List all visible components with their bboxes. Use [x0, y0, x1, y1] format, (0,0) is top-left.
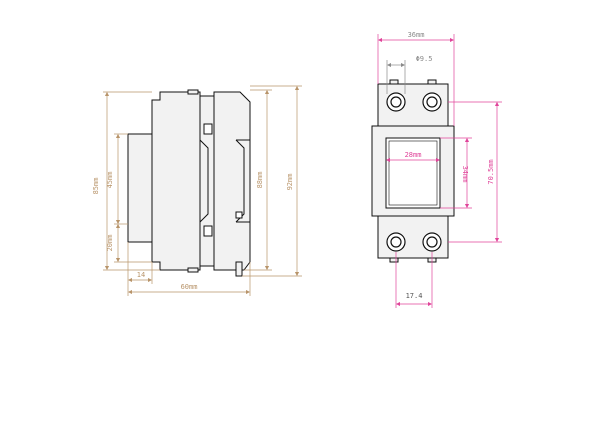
front-view-dimensions — [377, 34, 502, 308]
dim-85mm-label: 85mm — [92, 178, 100, 195]
side-view-dimensions — [103, 85, 302, 296]
terminal-screw-bottom-left — [386, 232, 406, 252]
terminal-screw-top-right — [422, 92, 442, 112]
display-window — [385, 137, 441, 209]
dim-phi-9-5-label: Φ9.5 — [416, 55, 433, 63]
din-clip — [235, 261, 243, 277]
dim-36mm-label: 36mm — [408, 31, 425, 39]
dim-45mm-label: 45mm — [106, 172, 114, 189]
terminal-top-square — [203, 123, 213, 135]
dim-20mm-label: 20mm — [106, 235, 114, 252]
side-view-body — [127, 91, 251, 271]
dim-17-4-label: 17.4 — [406, 292, 423, 300]
terminal-screw-top-left — [386, 92, 406, 112]
dim-70-5mm-label: 70.5mm — [487, 159, 495, 184]
side-view-dimension-labels: 85mm 45mm 20mm 88mm 92mm 14 60mm — [92, 172, 294, 291]
terminal-screw-bottom-right — [422, 232, 442, 252]
front-view: 36mm Φ9.5 28mm 34mm 70.5mm 17.4 — [371, 31, 502, 308]
dim-14-label: 14 — [137, 271, 145, 279]
dim-34mm-label: 34mm — [461, 166, 469, 183]
front-view-dimension-labels: 36mm Φ9.5 28mm 34mm 70.5mm 17.4 — [405, 31, 495, 300]
dim-92mm-label: 92mm — [286, 174, 294, 191]
dim-60mm-label: 60mm — [181, 283, 198, 291]
dim-88mm-label: 88mm — [256, 172, 264, 189]
side-view: 85mm 45mm 20mm 88mm 92mm 14 60mm — [92, 85, 302, 296]
terminal-bottom-square — [203, 225, 213, 237]
dim-28mm-label: 28mm — [405, 151, 422, 159]
